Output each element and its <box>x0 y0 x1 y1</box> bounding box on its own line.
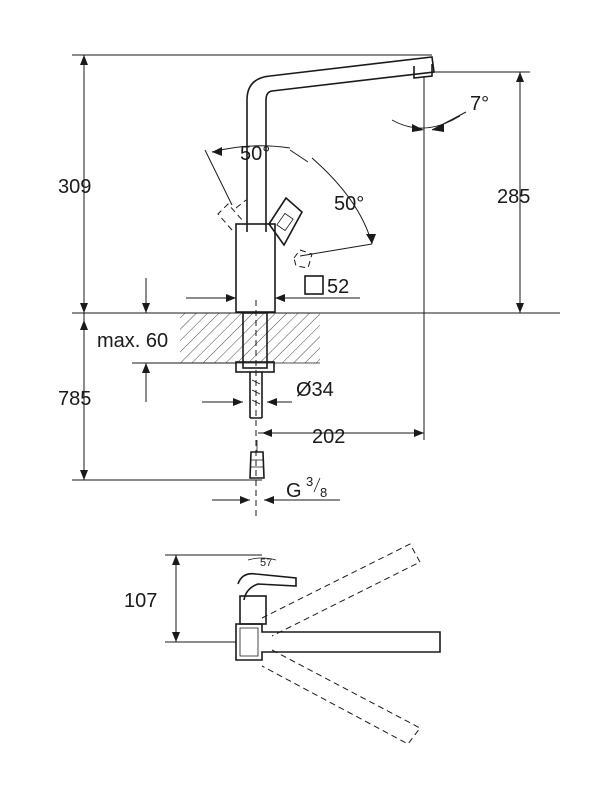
spout-swing-dashed <box>261 543 421 745</box>
dim-309 <box>72 54 432 313</box>
label-107: 107 <box>124 590 157 612</box>
label-plan-angle: 57 <box>260 557 272 569</box>
lever-plan <box>237 572 297 625</box>
spout-plan <box>235 623 441 661</box>
faucet-body <box>217 56 435 520</box>
label-g-thread-den: 8 <box>320 485 327 500</box>
label-202: 202 <box>312 426 345 448</box>
dim-285 <box>434 71 530 313</box>
dim-square-52 <box>186 275 360 302</box>
dim-202 <box>258 429 424 437</box>
dim-g-3-8 <box>212 496 340 504</box>
label-g-thread: G <box>286 480 302 502</box>
dim-angle-7 <box>391 76 467 440</box>
label-285: 285 <box>497 186 530 208</box>
side-elevation: 309 285 7° 50° <box>58 54 560 520</box>
label-diameter-34: Ø34 <box>296 379 334 401</box>
plan-view: 107 57 <box>124 543 441 745</box>
dim-diameter-34 <box>202 398 292 406</box>
label-309: 309 <box>58 176 91 198</box>
dim-angle-50-left <box>204 145 291 206</box>
label-50deg-left: 50° <box>240 143 270 165</box>
dim-785 <box>72 313 262 481</box>
label-g-thread-num: 3 <box>306 474 313 489</box>
countertop-hatch <box>180 313 320 363</box>
dim-angle-50-right <box>289 149 376 257</box>
label-max-60: max. 60 <box>97 330 168 352</box>
label-785: 785 <box>58 388 91 410</box>
label-7deg: 7° <box>470 93 489 115</box>
dim-max-60 <box>132 278 236 402</box>
label-52: 52 <box>327 276 349 298</box>
label-50deg-right: 50° <box>334 193 364 215</box>
